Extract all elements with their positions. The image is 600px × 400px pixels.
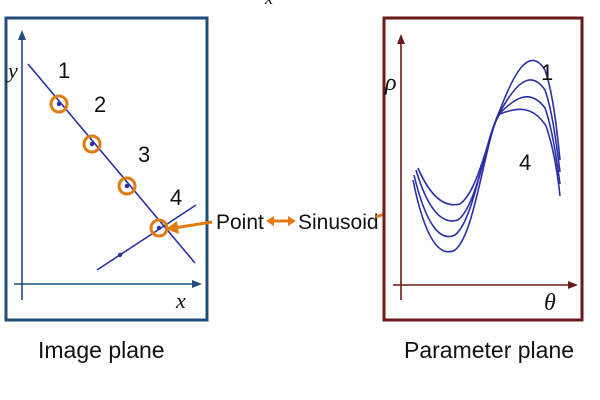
image-second-line [96, 204, 197, 271]
point-arrow-shaft [173, 220, 213, 230]
curve-label-1: 1 [541, 60, 553, 85]
image-x-axis-arrow [192, 280, 202, 288]
point-arrow-head [166, 221, 179, 234]
double-arrow-icon [266, 216, 296, 226]
image-plane-caption: Image plane [38, 337, 165, 363]
image-plane-panel: y x 1 2 3 4 [4, 16, 209, 322]
parameter-plane-panel: ρ θ 1 4 [382, 16, 584, 322]
param-theta-label: θ [544, 290, 556, 316]
top-fragment: x [264, 0, 273, 8]
image-second-line-dot [117, 252, 123, 258]
image-x-label: x [175, 288, 186, 313]
point-label-1: 1 [58, 58, 70, 83]
image-point-1 [49, 94, 69, 114]
point-label-4: 4 [170, 185, 182, 210]
curve-label-4: 4 [519, 150, 531, 175]
param-rho-label: ρ [384, 70, 397, 96]
sinusoid-4 [417, 108, 561, 206]
point-label-2: 2 [94, 92, 106, 117]
image-point-4 [149, 218, 169, 238]
image-y-label: y [6, 58, 18, 83]
sinusoids [412, 59, 561, 253]
image-plane-frame [4, 16, 209, 322]
mapping-left-text: Point [216, 211, 264, 234]
image-y-axis-arrow [18, 30, 26, 40]
point-label-3: 3 [138, 142, 150, 167]
param-rho-axis-arrow [397, 34, 405, 44]
param-theta-axis-arrow [568, 281, 578, 289]
mapping-right-text: Sinusoid [298, 211, 379, 234]
parameter-plane-caption: Parameter plane [404, 337, 574, 363]
image-point-2 [82, 134, 102, 154]
image-point-3 [117, 176, 137, 196]
mapping: Point Sinusoid [166, 196, 428, 234]
